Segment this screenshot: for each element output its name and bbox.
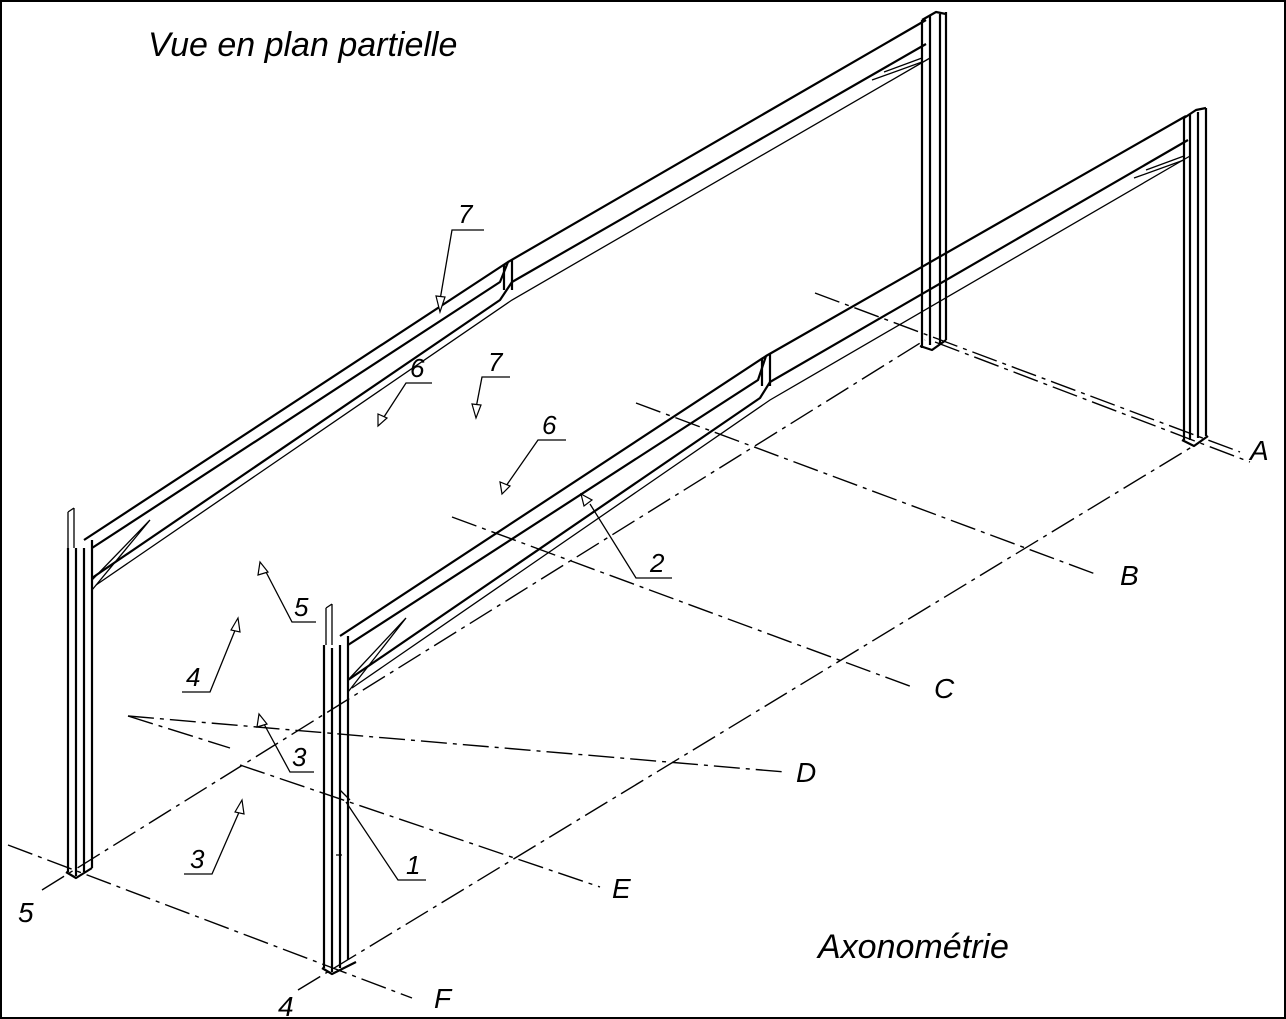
arrow-5 (257, 560, 270, 576)
callout-6-mid: 6 (542, 410, 557, 440)
column-right-rear-top (921, 10, 947, 21)
axis-line-rear (934, 341, 1251, 463)
axis-line-d (127, 715, 786, 773)
callout-7-top: 7 (458, 199, 474, 229)
leader-6-left (381, 382, 432, 421)
axis-line-e (239, 764, 601, 888)
arrow-4 (230, 616, 241, 633)
column-right-front-top (1183, 106, 1207, 119)
leader-7-top (439, 229, 484, 301)
title-plan-view: Vue en plan partielle (148, 26, 457, 64)
axis-label-a: A (1248, 435, 1269, 466)
callout-3-upper: 3 (292, 742, 307, 772)
callout-3-lower: 3 (190, 844, 205, 874)
callout-2: 2 (649, 548, 665, 578)
arrow-3-lower (234, 798, 245, 815)
haunch-rear-left (91, 519, 151, 591)
column-left-front-stiffener (336, 789, 351, 856)
axis-label-d: D (796, 757, 816, 788)
leader-7-mid (475, 376, 510, 409)
leader-5 (265, 571, 316, 623)
leader-1 (345, 801, 426, 881)
axis-label-b: B (1120, 560, 1139, 591)
axis-line-d-seg (127, 715, 231, 749)
column-left-front-cap (325, 603, 333, 645)
arrow-3-upper (256, 712, 269, 728)
leader-4 (182, 627, 237, 693)
axis-line-c (451, 516, 916, 689)
column-left-rear-cap (67, 507, 75, 548)
arrow-6-left (377, 413, 389, 428)
column-right-rear-base (919, 339, 947, 352)
rafter-front-bottom-flange (351, 155, 1191, 689)
leader-3-lower (184, 809, 241, 875)
portal-frame-front (321, 106, 1209, 976)
callout-1: 1 (406, 850, 420, 880)
rafter-rear-bottom (91, 43, 927, 579)
callout-leaders (182, 229, 672, 881)
axis-label-c: C (934, 673, 955, 704)
arrow-7-mid (471, 403, 482, 420)
axis-label-4: 4 (278, 991, 294, 1019)
portal-frame-rear (65, 10, 948, 880)
splice-rear (502, 260, 514, 290)
splice-front (760, 354, 772, 386)
axis-line-f (7, 844, 413, 999)
axis-label-f: F (434, 983, 453, 1014)
haunch-front-right (1133, 155, 1185, 179)
column-left-front (322, 636, 350, 972)
axis-line-5 (41, 339, 926, 891)
rafter-front-bottom (347, 139, 1189, 681)
arrow-7-top (435, 295, 446, 315)
axis-line-a (814, 292, 1241, 453)
column-left-front-base (321, 961, 357, 976)
axis-line-b (635, 402, 1099, 576)
rafter-rear-mid (91, 261, 510, 549)
arrow-2 (580, 492, 594, 508)
haunch-rear-right (871, 57, 923, 81)
rafter-front-mid (347, 355, 768, 646)
callout-4: 4 (186, 662, 200, 692)
axis-label-e: E (612, 873, 631, 904)
column-left-rear-base (65, 867, 93, 880)
callout-7-mid: 7 (488, 347, 504, 377)
axis-label-5: 5 (18, 897, 34, 928)
column-right-front-base (1181, 435, 1209, 448)
callout-5: 5 (294, 592, 309, 622)
leader-2 (589, 503, 672, 579)
column-left-rear (66, 540, 94, 876)
haunch-front-left (347, 617, 407, 693)
grid-axes (7, 292, 1251, 999)
rafter-rear-bottom-flange (95, 57, 931, 586)
column-right-rear (920, 12, 948, 348)
axis-line-4 (297, 444, 1196, 991)
leader-6-mid (505, 439, 566, 487)
arrow-6-mid (499, 481, 512, 496)
leader-3-upper (263, 723, 314, 773)
title-axonometry: Axonométrie (816, 928, 1009, 966)
callout-6-left: 6 (410, 353, 425, 383)
column-right-front (1182, 108, 1208, 440)
